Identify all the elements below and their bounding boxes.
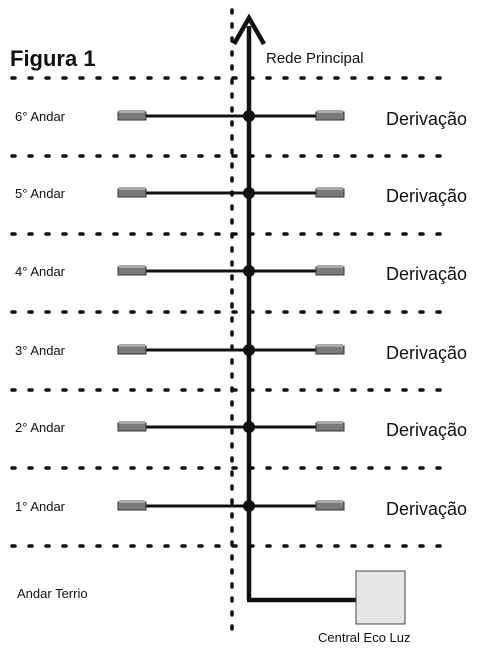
central-label: Central Eco Luz <box>318 630 411 645</box>
outlet-device-icon <box>315 265 345 276</box>
central-box <box>355 570 406 625</box>
floor-label: 1° Andar <box>15 499 66 514</box>
outlet-device-icon <box>117 421 147 432</box>
branch-label: Derivação <box>386 264 467 284</box>
floor-separators <box>10 76 442 548</box>
main-line-label: Rede Principal <box>266 50 364 67</box>
floor-row: 1° Andar Derivação <box>15 499 467 519</box>
branch-label: Derivação <box>386 343 467 363</box>
floor-label: 6° Andar <box>15 109 66 124</box>
outlet-device-icon <box>117 265 147 276</box>
outlet-device-icon <box>315 421 345 432</box>
floor-row: 4° Andar Derivação <box>15 264 467 284</box>
branch-label: Derivação <box>386 186 467 206</box>
arrow-up-icon <box>232 13 266 46</box>
branch-label: Derivação <box>386 109 467 129</box>
branch-label: Derivação <box>386 499 467 519</box>
outlet-device-icon <box>315 187 345 198</box>
floor-label: 5° Andar <box>15 186 66 201</box>
figure-title: Figura 1 <box>10 46 96 71</box>
outlet-device-icon <box>117 344 147 355</box>
floor-row: 3° Andar Derivação <box>15 343 467 363</box>
outlet-device-icon <box>315 344 345 355</box>
outlet-device-icon <box>117 187 147 198</box>
floor-row: 2° Andar Derivação <box>15 420 467 440</box>
branch-label: Derivação <box>386 420 467 440</box>
floor-label: 4° Andar <box>15 264 66 279</box>
outlet-device-icon <box>315 500 345 511</box>
floor-label: 3° Andar <box>15 343 66 358</box>
outlet-device-icon <box>117 500 147 511</box>
ground-floor-label: Andar Terrio <box>17 586 88 601</box>
floor-row: 5° Andar Derivação <box>15 186 467 206</box>
outlet-device-icon <box>315 110 345 121</box>
floor-label: 2° Andar <box>15 420 66 435</box>
floor-row: 6° Andar Derivação <box>15 109 467 129</box>
outlet-device-icon <box>117 110 147 121</box>
